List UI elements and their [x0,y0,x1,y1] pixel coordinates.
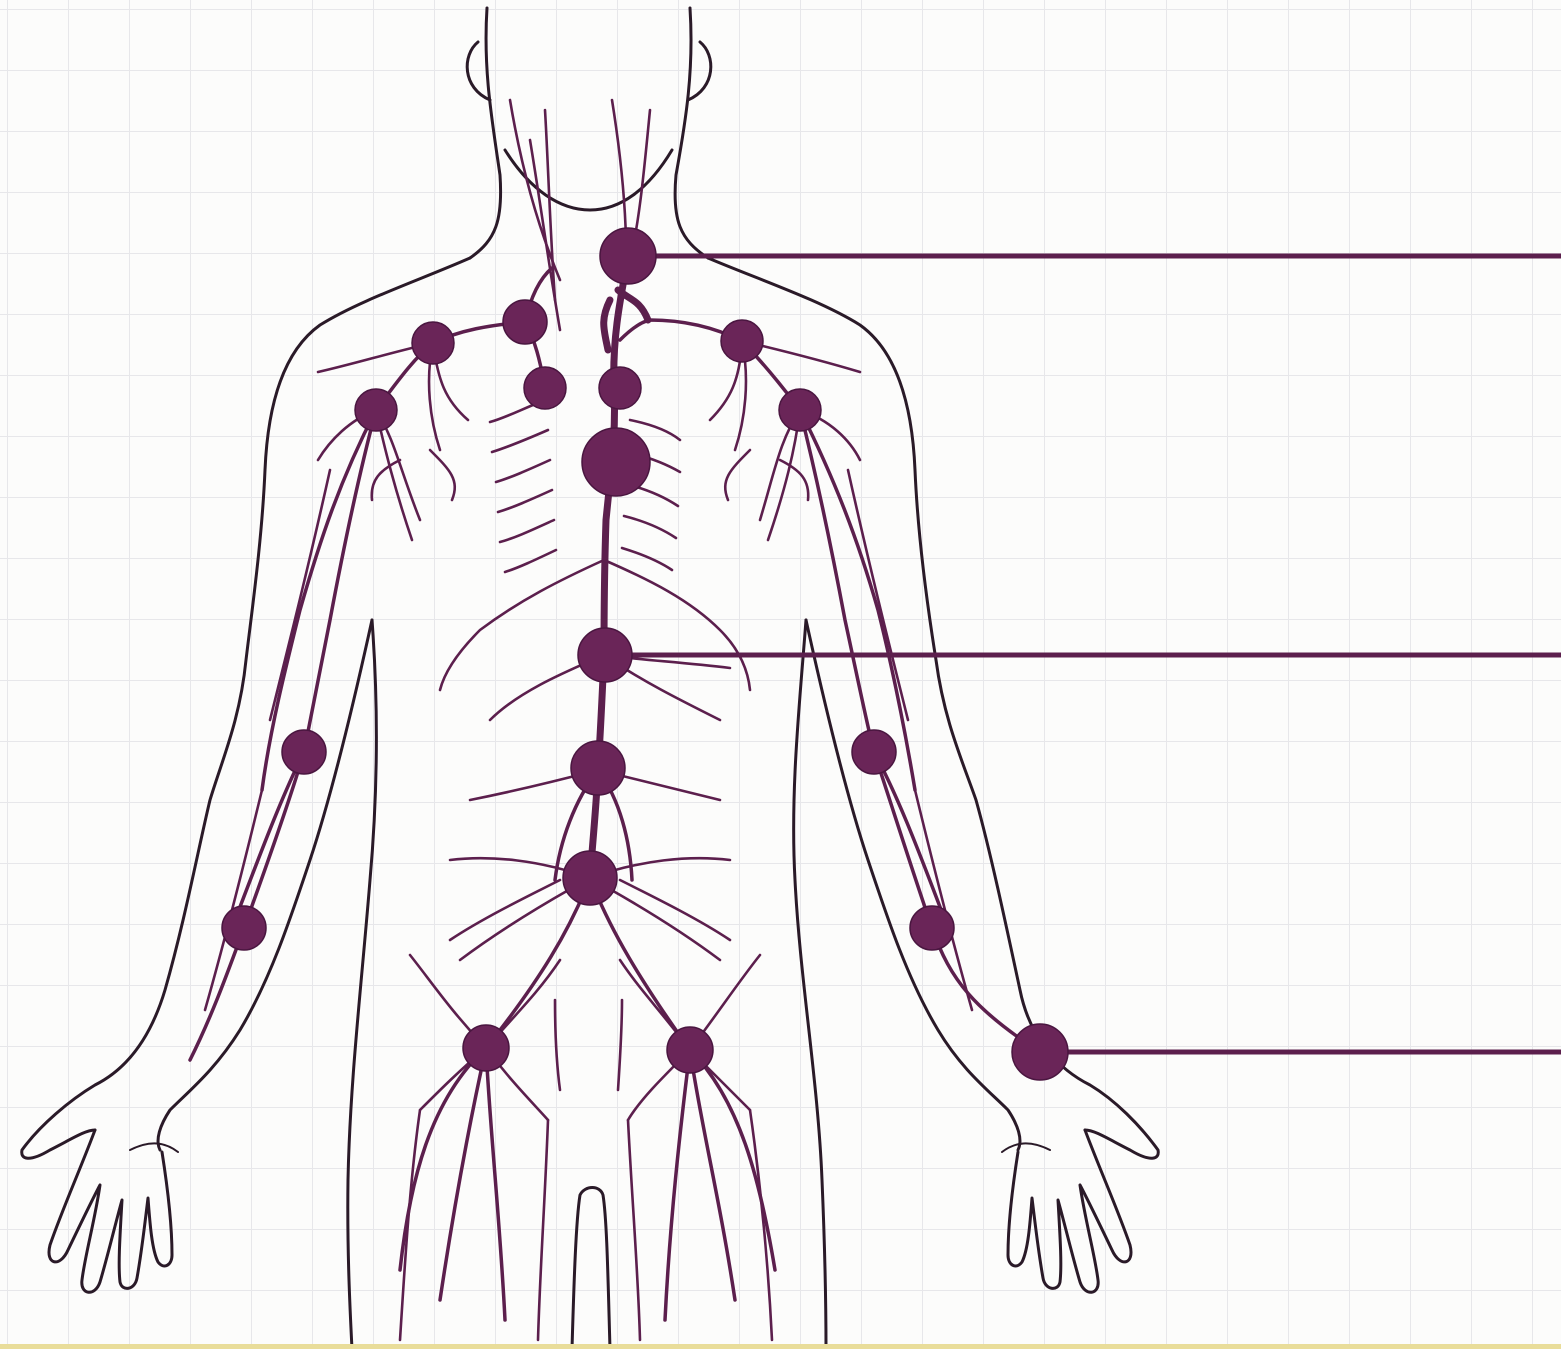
lymph-vessel-43 [725,450,750,500]
bottom-highlight-strip [0,1344,1561,1349]
lymph-node-right-axilla [779,389,821,431]
body-outline [22,8,1159,1349]
lymph-node-abdominal-upper [578,628,632,682]
lymph-vessel-9 [262,410,376,790]
left-palm-crease [130,1143,178,1152]
lymph-vessel-46 [492,430,548,452]
lymph-node-left-inguinal [463,1025,509,1071]
lymph-node-neck-left [503,300,547,344]
lymph-vessel-44 [780,460,808,500]
lymph-node-right-inguinal [667,1027,713,1073]
lymph-vessel-67 [450,880,560,940]
lymph-vessels [190,100,1040,1340]
lymph-node-abdominal-lower [563,851,617,905]
lymph-vessel-80 [538,1120,548,1340]
lymph-vessel-11 [800,410,1040,1052]
right-hand-fingers [1008,1130,1131,1292]
lymph-vessel-21 [665,1050,690,1320]
lymph-node-left-elbow [282,730,326,774]
jaw-line [505,150,672,210]
lymph-vessel-19 [486,1048,505,1320]
lymph-vessel-15 [590,878,690,1050]
lymph-node-right-forearm [910,906,954,950]
lymph-node-abdominal-middle [571,741,625,795]
lymph-vessel-79 [400,1110,420,1340]
right-inner-arm [806,620,1020,1150]
lymph-vessel-12 [800,410,915,790]
lymph-vessel-77 [555,1000,560,1090]
lymph-vessel-13 [874,752,945,920]
lymph-vessel-49 [500,520,554,542]
right-palm-crease [1002,1143,1050,1152]
crotch-line [572,1188,610,1349]
lymph-vessel-81 [628,1120,640,1340]
lymph-vessel-18 [440,1048,486,1300]
lymph-vessel-14 [486,878,590,1048]
lymph-node-left-forearm [222,906,266,950]
lymph-vessel-10 [235,752,304,920]
lymph-node-right-wrist [1012,1024,1068,1080]
lymph-vessel-36 [372,460,400,500]
lymph-vessel-23 [690,1050,775,1270]
lymph-node-thoracic-upper [599,367,641,409]
lymph-vessel-82 [750,1110,772,1340]
lymph-vessel-55 [622,548,672,570]
lymph-vessel-68 [620,880,730,940]
lymph-node-left-chest [524,367,566,409]
lymph-node-left-clavicle [412,322,454,364]
lymph-vessel-83 [270,470,330,720]
lymph-vessel-78 [618,1000,622,1090]
lymph-vessel-3 [604,300,610,350]
lymph-vessel-47 [496,460,550,482]
lymph-node-left-axilla [355,389,397,431]
left-shoulder-line [22,258,470,1158]
lymph-vessel-50 [505,550,556,572]
left-torso-side [348,620,376,1349]
left-hand-fingers [49,1130,172,1292]
lymph-vessel-35 [430,450,455,500]
right-torso-side [794,620,826,1349]
lymph-node-thymus [582,428,650,496]
lymph-vessel-54 [624,516,676,538]
lymph-node-right-clavicle [721,320,763,362]
label-leader-lines [605,256,1561,1052]
lymph-vessel-48 [498,490,552,512]
lymph-vessel-26 [612,100,626,240]
lymph-vessel-56 [440,560,604,690]
lymph-node-neck-right [600,228,656,284]
lymph-node-right-elbow [852,730,896,774]
